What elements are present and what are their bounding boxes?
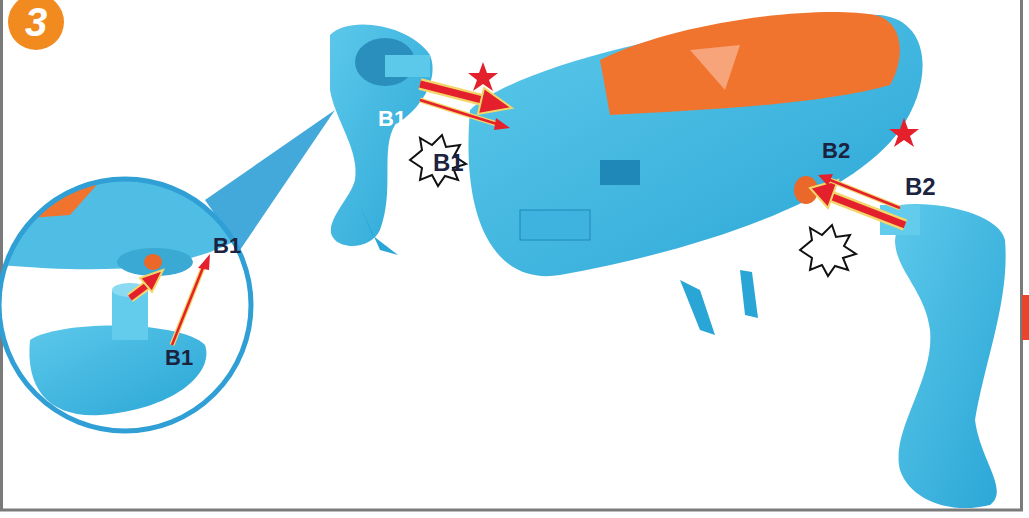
edge-tab [1022,295,1029,340]
panel-frame [2,0,1022,510]
click-burst [800,225,856,276]
click-burst [410,135,466,186]
part-label: B1 [165,347,193,369]
star-symbol [468,62,498,91]
insert-arrow [420,84,512,130]
part-label: B1 [378,108,406,130]
body-part [468,12,922,335]
left-leg-part [330,25,433,255]
part-label: B1 [213,235,241,257]
zoom-detail [0,170,260,450]
part-label: B2 [822,140,850,162]
step-badge [8,0,64,50]
part-label: B2 [905,175,936,199]
step-number: 3 [25,2,47,42]
insert-arrow [130,254,210,345]
right-leg-part [880,204,1006,508]
insert-arrow [810,174,905,225]
star-symbol [889,118,919,147]
part-label: B1 [433,151,464,175]
